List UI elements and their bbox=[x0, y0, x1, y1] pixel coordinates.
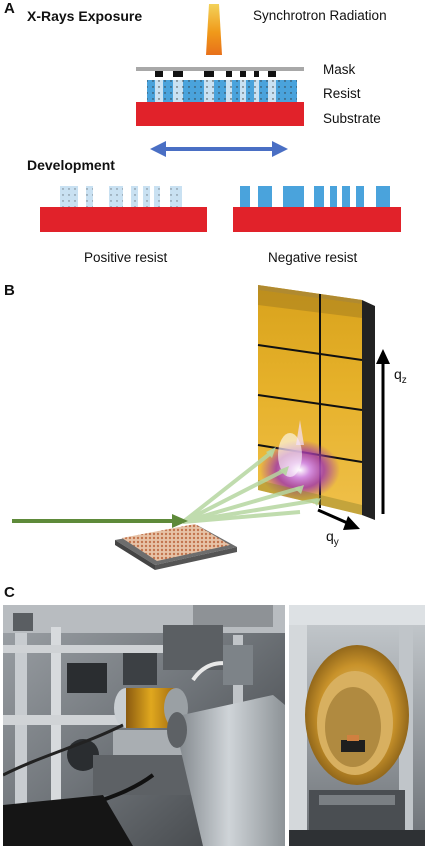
resist-label: Resist bbox=[323, 86, 361, 101]
negative-substrate bbox=[233, 207, 401, 232]
development-title: Development bbox=[27, 157, 115, 173]
sample-surface bbox=[122, 524, 230, 561]
scattered-beams bbox=[181, 450, 319, 524]
panel-b-diagram bbox=[12, 285, 390, 570]
positive-substrate bbox=[40, 207, 207, 232]
panel-b-letter: B bbox=[4, 282, 15, 299]
panel-c-letter: C bbox=[4, 584, 15, 601]
qz-base: q bbox=[394, 366, 402, 382]
qy-label: qy bbox=[326, 528, 339, 548]
mask-bar bbox=[136, 67, 304, 71]
panel-a-letter: A bbox=[4, 0, 15, 17]
qy-base: q bbox=[326, 528, 334, 544]
beamline-photo-left bbox=[3, 605, 285, 846]
positive-resist-label: Positive resist bbox=[84, 250, 168, 265]
incident-beam bbox=[12, 514, 188, 528]
negative-resist-label: Negative resist bbox=[268, 250, 358, 265]
xray-exposure-title: X-Rays Exposure bbox=[27, 8, 143, 24]
substrate-label: Substrate bbox=[323, 111, 381, 126]
synchrotron-beam bbox=[206, 4, 222, 55]
synchrotron-radiation-label: Synchrotron Radiation bbox=[253, 8, 387, 23]
detector-edge bbox=[362, 300, 375, 520]
mask-blocks bbox=[155, 71, 276, 77]
panel-a-diagram bbox=[40, 4, 401, 232]
negative-resist-features bbox=[240, 186, 390, 207]
qz-label: qz bbox=[394, 366, 407, 386]
qz-arrow bbox=[376, 349, 390, 514]
qy-sub: y bbox=[333, 536, 339, 548]
double-arrow bbox=[150, 141, 288, 157]
mask-label: Mask bbox=[323, 62, 356, 77]
qz-sub: z bbox=[401, 374, 407, 386]
qy-arrow bbox=[317, 508, 360, 530]
substrate-top bbox=[136, 102, 304, 126]
beamline-photo-right bbox=[289, 605, 425, 846]
